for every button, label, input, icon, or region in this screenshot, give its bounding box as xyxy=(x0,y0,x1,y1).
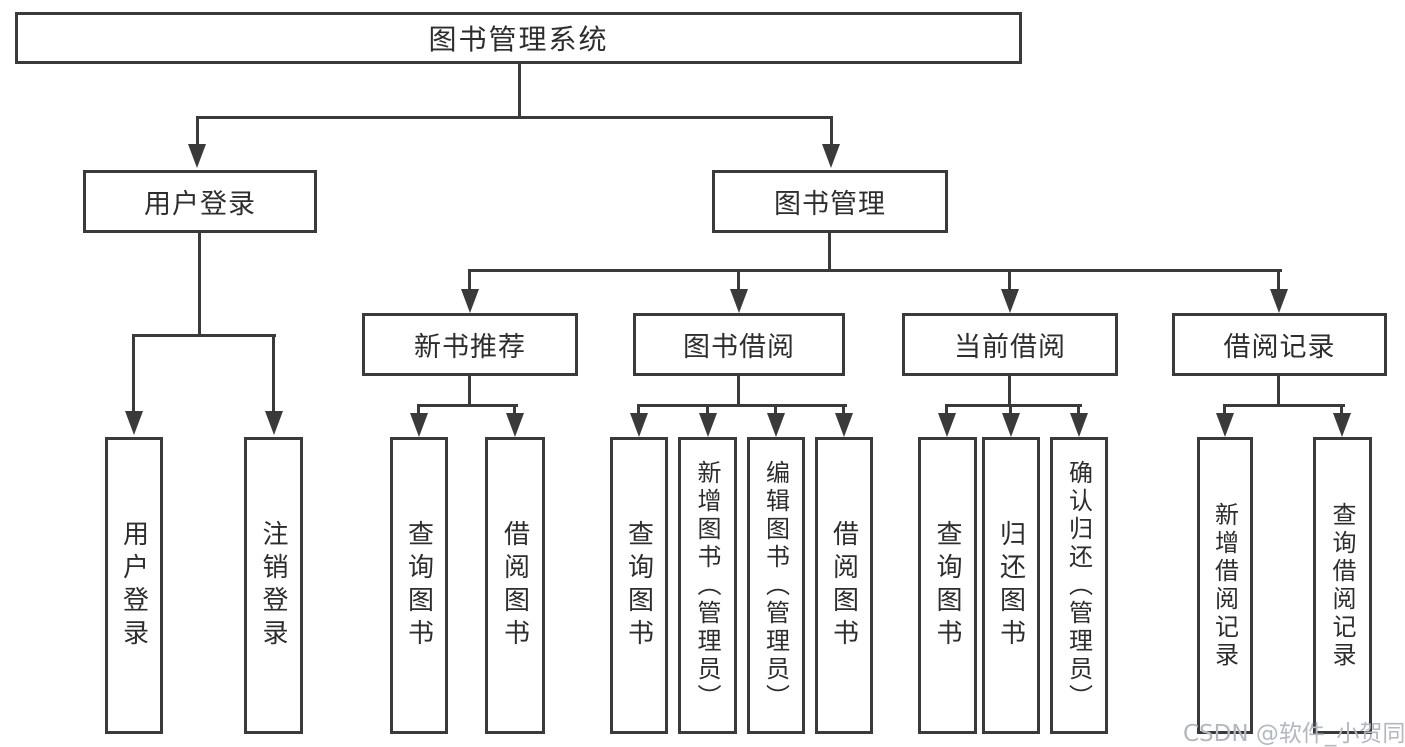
connector xyxy=(132,334,135,414)
arrowhead xyxy=(461,289,479,313)
node-label: 借阅记录 xyxy=(1223,332,1336,363)
connector xyxy=(1277,269,1280,295)
arrowhead xyxy=(1002,413,1020,437)
node-label: 编辑图书（管理员） xyxy=(761,459,790,712)
node-current-borrowing: 当前借阅 xyxy=(902,313,1118,376)
connector xyxy=(637,404,640,417)
connector xyxy=(637,404,847,407)
node-label: 图书管理 xyxy=(774,189,886,220)
leaf-borrow-books-1: 借阅图书 xyxy=(485,437,545,734)
arrowhead xyxy=(730,289,748,313)
connector xyxy=(945,404,1082,407)
csdn-watermark: CSDN @软件_小贺同学 xyxy=(1183,721,1405,747)
node-label: 查询图书 xyxy=(403,519,434,652)
node-label: 借阅图书 xyxy=(828,519,859,652)
leaf-borrow-books-2: 借阅图书 xyxy=(815,437,873,734)
node-label: 确认归还（管理员） xyxy=(1064,459,1093,712)
node-user-login: 用户登录 xyxy=(83,170,317,233)
node-library-management-system: 图书管理系统 xyxy=(15,12,1022,64)
node-label: 归还图书 xyxy=(995,519,1026,652)
arrowhead xyxy=(188,144,206,168)
connector xyxy=(272,334,275,414)
node-label: 新增借阅记录 xyxy=(1210,501,1239,670)
node-label: 用户登录 xyxy=(118,519,149,652)
connector xyxy=(842,404,845,417)
connector xyxy=(468,376,471,407)
node-label: 新书推荐 xyxy=(414,332,526,363)
arrowhead xyxy=(1270,289,1288,313)
arrowhead xyxy=(506,413,524,437)
leaf-query-borrow-record: 查询借阅记录 xyxy=(1313,437,1372,734)
connector xyxy=(518,62,521,118)
arrowhead xyxy=(125,411,143,435)
connector xyxy=(706,404,709,417)
connector xyxy=(1009,404,1012,417)
leaf-query-books-1: 查询图书 xyxy=(390,437,448,734)
node-label: 注销登录 xyxy=(258,519,288,652)
leaf-return-books: 归还图书 xyxy=(982,437,1040,734)
node-label: 图书借阅 xyxy=(683,332,795,363)
connector xyxy=(1077,404,1080,417)
arrowhead xyxy=(265,411,283,435)
leaf-query-books-3: 查询图书 xyxy=(918,437,977,734)
node-label: 用户登录 xyxy=(144,189,256,220)
arrowhead xyxy=(938,413,956,437)
connector xyxy=(468,269,471,295)
node-label: 查询图书 xyxy=(932,519,962,652)
connector xyxy=(737,269,740,295)
node-label: 图书管理系统 xyxy=(428,23,609,56)
arrowhead xyxy=(767,413,785,437)
node-label: 查询图书 xyxy=(623,519,654,652)
connector xyxy=(196,116,833,119)
connector xyxy=(513,404,516,417)
leaf-confirm-return-admin: 确认归还（管理员） xyxy=(1050,437,1108,734)
connector xyxy=(198,233,201,337)
arrowhead xyxy=(835,413,853,437)
leaf-logout: 注销登录 xyxy=(244,437,303,734)
connector xyxy=(417,404,420,417)
node-label: 查询借阅记录 xyxy=(1328,501,1356,670)
arrowhead xyxy=(699,413,717,437)
node-book-borrowing: 图书借阅 xyxy=(633,313,845,376)
connector xyxy=(1223,404,1345,407)
node-label: 当前借阅 xyxy=(954,332,1066,363)
node-label: 新增图书（管理员） xyxy=(693,459,721,712)
connector xyxy=(774,404,777,417)
connector xyxy=(417,404,518,407)
leaf-add-books-admin: 新增图书（管理员） xyxy=(678,437,737,734)
connector xyxy=(132,334,276,337)
node-label: 借阅图书 xyxy=(499,519,530,652)
connector xyxy=(945,404,948,417)
connector xyxy=(468,269,1282,272)
arrowhead xyxy=(822,144,840,168)
node-borrowing-records: 借阅记录 xyxy=(1172,313,1387,376)
node-book-management: 图书管理 xyxy=(712,170,948,233)
arrowhead xyxy=(1333,413,1351,437)
connector xyxy=(1340,404,1343,417)
arrowhead xyxy=(1001,289,1019,313)
arrowhead xyxy=(630,413,648,437)
connector xyxy=(830,116,833,148)
leaf-user-login: 用户登录 xyxy=(105,437,163,734)
node-new-book-recommendation: 新书推荐 xyxy=(362,313,578,376)
connector xyxy=(1008,376,1011,407)
connector xyxy=(196,116,199,148)
connector xyxy=(737,376,740,407)
leaf-query-books-2: 查询图书 xyxy=(610,437,668,734)
leaf-edit-books-admin: 编辑图书（管理员） xyxy=(747,437,805,734)
leaf-add-borrow-record: 新增借阅记录 xyxy=(1197,437,1253,734)
arrowhead xyxy=(1216,413,1234,437)
connector xyxy=(828,233,831,272)
arrowhead xyxy=(1070,413,1088,437)
connector xyxy=(1008,269,1011,295)
arrowhead xyxy=(410,413,428,437)
connector xyxy=(1223,404,1226,417)
connector xyxy=(1277,376,1280,407)
